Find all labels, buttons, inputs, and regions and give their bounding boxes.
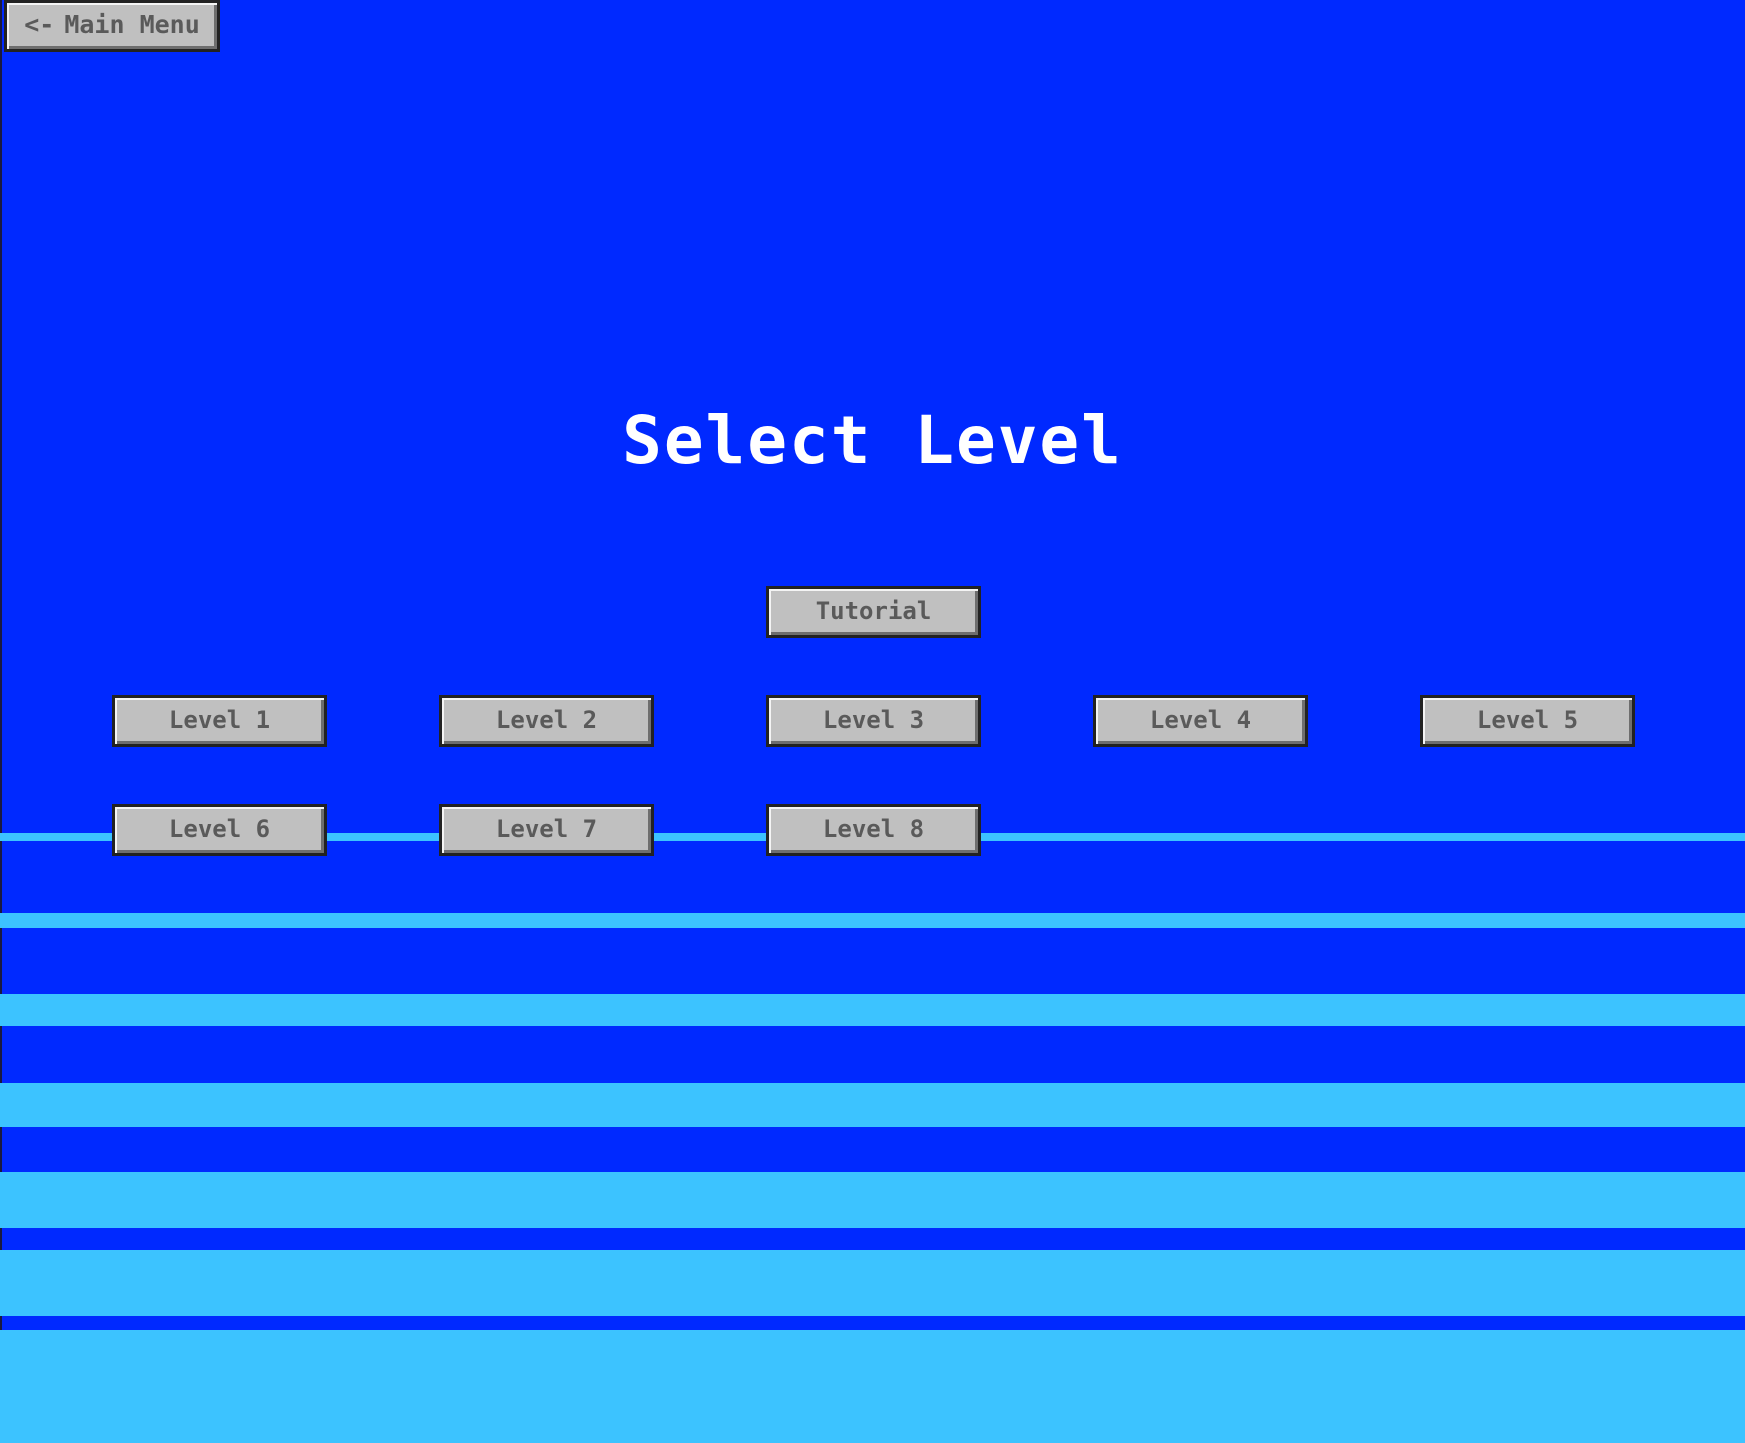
horizon-stripe: [0, 994, 1745, 1026]
left-edge-line: [0, 0, 2, 1443]
horizon-stripe: [0, 1083, 1745, 1127]
horizon-stripe: [0, 1330, 1745, 1443]
horizon-stripe: [0, 1172, 1745, 1228]
main-menu-button[interactable]: <- Main Menu: [4, 0, 220, 52]
page-title: Select Level: [622, 402, 1123, 479]
main-menu-label: Main Menu: [64, 10, 200, 39]
horizon-stripe: [0, 913, 1745, 928]
level-1-button[interactable]: Level 1: [112, 695, 327, 747]
horizon-stripe: [0, 1250, 1745, 1316]
tutorial-button[interactable]: Tutorial: [766, 586, 981, 638]
level-6-button[interactable]: Level 6: [112, 804, 327, 856]
level-5-button[interactable]: Level 5: [1420, 695, 1635, 747]
level-2-button[interactable]: Level 2: [439, 695, 654, 747]
back-arrow-icon: <-: [24, 10, 55, 39]
level-7-button[interactable]: Level 7: [439, 804, 654, 856]
level-8-button[interactable]: Level 8: [766, 804, 981, 856]
level-4-button[interactable]: Level 4: [1093, 695, 1308, 747]
level-3-button[interactable]: Level 3: [766, 695, 981, 747]
